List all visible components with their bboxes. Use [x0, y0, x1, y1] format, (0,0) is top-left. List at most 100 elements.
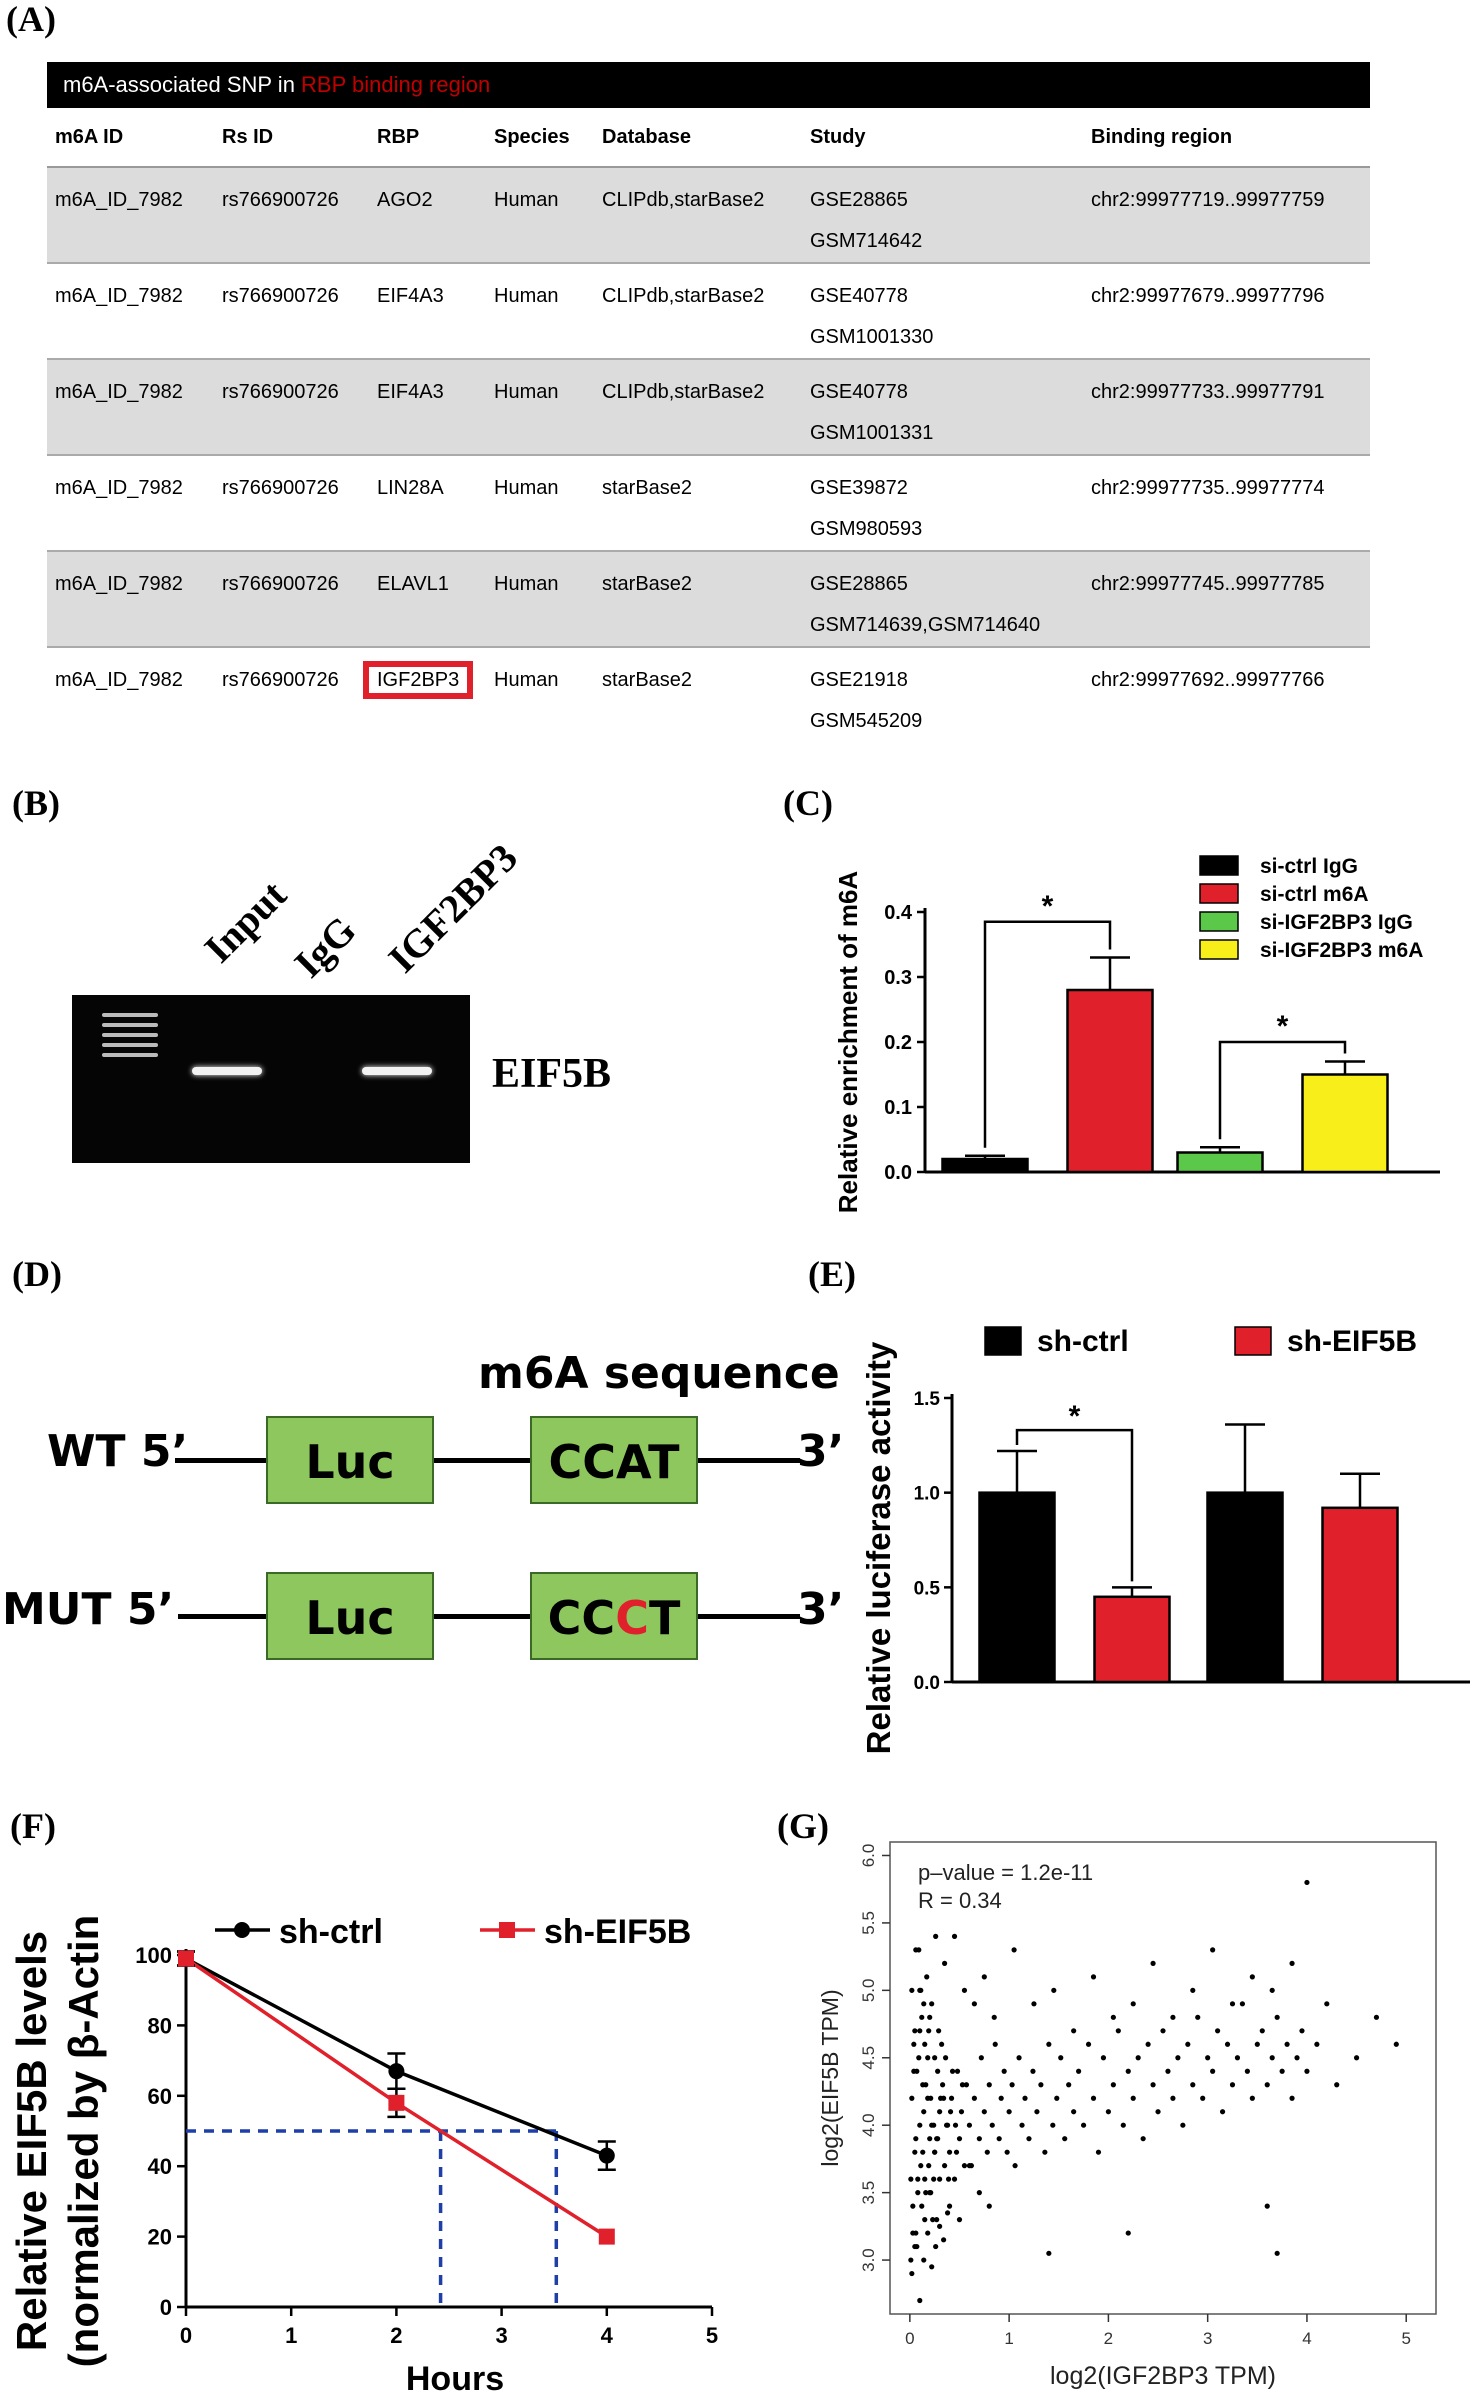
scatter-point — [917, 2122, 923, 2128]
scatter-point — [1004, 2149, 1010, 2155]
study-gsm: GSM1001330 — [810, 326, 934, 348]
study-gse: GSE28865 — [810, 573, 908, 595]
ladder-band — [102, 1023, 158, 1027]
ladder-band — [102, 1053, 158, 1057]
scatter-point — [1115, 2028, 1121, 2034]
scatter-point — [911, 2068, 917, 2074]
significance-star: * — [1069, 1400, 1081, 1433]
y-tick-label: 3.0 — [859, 2248, 878, 2272]
x-tick-label: 2 — [390, 2323, 402, 2348]
scatter-point — [981, 1974, 987, 1980]
scatter-point — [944, 2210, 951, 2216]
scatter-point — [1150, 1960, 1156, 1966]
study-gsm: GSM980593 — [810, 518, 923, 540]
bar — [1321, 1506, 1399, 1684]
scatter-point — [1234, 2055, 1241, 2061]
bar — [1066, 988, 1154, 1174]
scatter-point — [1009, 2082, 1015, 2088]
y-tick-label: 40 — [148, 2154, 172, 2179]
scatter-point — [1145, 2041, 1151, 2047]
x-tick-label: 0 — [905, 2329, 914, 2348]
scatter-point — [949, 2068, 956, 2074]
scatter-point — [1012, 2163, 1018, 2169]
scatter-point — [924, 1974, 930, 1980]
plot-frame — [889, 1841, 1437, 2315]
scatter-point — [1244, 2068, 1250, 2074]
legend-swatch — [1234, 1326, 1272, 1356]
data-point — [598, 2228, 615, 2245]
scatter-point — [1353, 2055, 1360, 2061]
scatter-point — [922, 2041, 928, 2047]
scatter-point — [1249, 2095, 1255, 2101]
x-axis-title: log2(IGF2BP3 TPM) — [1050, 2362, 1276, 2390]
annotation-pvalue: p–value = 1.2e-11 — [918, 1860, 1093, 1885]
scatter-point — [984, 2149, 990, 2155]
lane-label-igg: IgG — [285, 907, 365, 987]
m6a-sequence-label: m6A sequence — [478, 1348, 840, 1399]
x-tick-label: 2 — [1104, 2329, 1113, 2348]
scatter-point — [926, 2028, 932, 2034]
y-tick-label: 0.2 — [884, 1032, 912, 1054]
table-cell-m6a-id: m6A_ID_7982 — [47, 359, 214, 456]
scatter-point — [935, 2068, 941, 2074]
scatter-point — [1016, 2055, 1022, 2061]
scatter-point — [1264, 2082, 1270, 2088]
table-cell-rbp: IGF2BP3 — [363, 647, 486, 742]
scatter-point — [918, 2163, 924, 2169]
scatter-point — [1130, 2001, 1136, 2007]
mut-seq-box: CCCT — [530, 1572, 698, 1660]
panel-label-g: (G) — [777, 1806, 829, 1846]
scatter-point — [937, 2176, 943, 2182]
scatter-point — [929, 2001, 935, 2007]
scatter-point — [941, 2095, 947, 2101]
y-axis-title-line1: Relative EIF5B levels — [8, 1931, 55, 2351]
scatter-point — [961, 1987, 968, 1993]
table-header-cell: RBP — [369, 108, 486, 168]
scatter-point — [996, 2136, 1002, 2142]
table-cell-species: Human — [494, 669, 559, 691]
table-cell-rs-id: rs766900726 — [214, 263, 369, 360]
table-cell-region: chr2:99977692..99977766 — [1091, 669, 1325, 691]
wt-luc-box: Luc — [266, 1416, 434, 1504]
wt-end-label: 3’ — [797, 1426, 845, 1477]
legend-marker — [499, 1922, 515, 1938]
scatter-point — [1140, 2136, 1146, 2142]
scatter-point — [932, 2149, 938, 2155]
scatter-point — [940, 2082, 946, 2088]
study-gse: GSE40778 — [810, 285, 908, 307]
scatter-point — [913, 2136, 919, 2142]
scatter-point — [1254, 2041, 1260, 2047]
legend-label: sh-EIF5B — [1287, 1325, 1417, 1358]
table-cell-rs-id: rs766900726 — [214, 359, 369, 456]
ladder-band — [102, 1043, 158, 1047]
scatter-point — [1259, 2028, 1265, 2034]
scatter-point — [963, 2082, 970, 2088]
scatter-point — [1334, 2082, 1340, 2088]
scatter-point — [927, 2014, 933, 2020]
y-tick-label: 0.0 — [884, 1162, 912, 1184]
x-tick-label: 0 — [180, 2323, 192, 2348]
y-axis-title: log2(EIF5B TPM) — [817, 1989, 843, 2166]
scatter-point — [939, 2041, 945, 2047]
scatter-point — [1175, 2055, 1181, 2061]
scatter-point — [971, 2095, 977, 2101]
legend-swatch — [1199, 911, 1239, 932]
table-cell-rs-id: rs766900726 — [214, 455, 369, 552]
scatter-point — [931, 2122, 937, 2128]
table-header-cell: Database — [594, 108, 802, 168]
y-tick-label: 4.5 — [859, 2046, 878, 2070]
scatter-point — [947, 2109, 954, 2115]
scatter-point — [925, 2055, 931, 2061]
scatter-point — [1026, 2136, 1032, 2142]
legend-swatch — [984, 1326, 1022, 1356]
x-axis-title: Hours — [406, 2360, 504, 2398]
scatter-point — [909, 2270, 915, 2277]
scatter-point — [921, 2001, 927, 2007]
y-tick-label: 0.4 — [884, 902, 913, 924]
scatter-point — [976, 2136, 982, 2142]
scatter-point — [927, 2136, 933, 2142]
